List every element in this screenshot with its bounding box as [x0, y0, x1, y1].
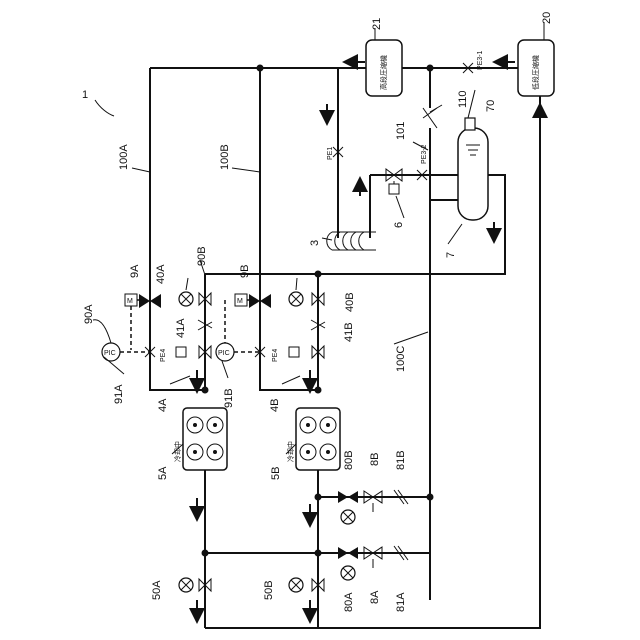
valve-40a-symbol[interactable]	[179, 292, 193, 306]
svg-text:PIC: PIC	[218, 350, 230, 357]
node-4b-label: 4B	[269, 399, 281, 412]
valve-50a[interactable]	[179, 578, 211, 592]
valve-80a-body[interactable]	[338, 547, 358, 559]
valve-40b-label: 40B	[344, 292, 356, 312]
cooler-5b-label: 5B	[270, 467, 282, 480]
compressor-20-label: 20	[541, 12, 553, 24]
valve-8b-label: 8B	[369, 453, 381, 466]
line-100c-label: 100C	[395, 346, 407, 372]
check-41b-label: 41B	[343, 322, 355, 342]
low-stage-compressor-label: 低段圧縮機	[531, 55, 540, 90]
cooling-status-b: 冷却中	[286, 441, 295, 462]
svg-text:M: M	[127, 298, 133, 305]
line-100b-label: 100B	[219, 144, 231, 170]
motor-b: M	[235, 294, 247, 306]
valve-80b-label: 80B	[343, 450, 355, 470]
junction-dot	[202, 387, 209, 394]
heat-exchanger-3-label: 3	[309, 240, 321, 246]
check-valve-110-label: 110	[457, 90, 469, 108]
check-valve-110[interactable]	[423, 108, 437, 128]
pe4-b-label: PE4	[272, 349, 279, 362]
node-4a-label: 4A	[157, 398, 169, 412]
expansion-valve-6-label: 6	[393, 222, 405, 228]
junction-dot	[257, 65, 264, 72]
valve-40b-symbol[interactable]	[289, 292, 303, 306]
pe3-1-label: PE3-1	[477, 50, 484, 70]
valve-9a-label: 9A	[129, 264, 141, 278]
system-number: 1	[82, 89, 88, 101]
pic-91b-label: 91B	[223, 388, 235, 408]
expansion-valve-6[interactable]	[386, 169, 402, 194]
pe3-2-label: PE3-2	[421, 144, 428, 164]
junction-dot	[202, 550, 209, 557]
motor-a: M	[125, 294, 137, 306]
check-81a-label: 81A	[395, 592, 407, 612]
svg-text:PIC: PIC	[104, 350, 116, 357]
pe1-label: PE1	[327, 147, 334, 160]
junction-dot	[315, 387, 322, 394]
pic-91b: PIC	[216, 343, 260, 361]
cooler-5a: 冷却中	[173, 408, 227, 470]
vessel-70-label: 70	[485, 100, 497, 112]
junction-dot	[315, 550, 322, 557]
line-100a-label: 100A	[118, 144, 130, 170]
control-line-b	[225, 300, 253, 350]
valve-8a[interactable]	[364, 547, 382, 568]
junction-dot	[427, 494, 434, 501]
valve-50b-label: 50B	[263, 580, 275, 600]
svg-text:M: M	[237, 298, 243, 305]
cooler-5a-label: 5A	[157, 466, 169, 480]
low-stage-compressor: 低段圧縮機	[518, 40, 554, 96]
junction-dot	[315, 271, 322, 278]
cooler-5b: 冷却中	[286, 408, 340, 470]
valve-9b-label: 9B	[239, 265, 251, 278]
valve-80b-body[interactable]	[338, 491, 358, 503]
valve-8b[interactable]	[364, 491, 382, 512]
high-stage-compressor-label: 高段圧縮機	[379, 55, 388, 90]
sensor-box-b	[289, 347, 299, 357]
controller-90b-label: 90B	[196, 246, 208, 266]
sensor-box-a	[176, 347, 186, 357]
valve-50a-label: 50A	[151, 580, 163, 600]
valve-40a-label: 40A	[155, 264, 167, 284]
check-41a-label: 41A	[175, 318, 187, 338]
compressor-21-label: 21	[371, 18, 383, 30]
valve-80a-label: 80A	[343, 592, 355, 612]
control-line-a	[131, 300, 143, 350]
controller-90a-label: 90A	[83, 304, 95, 324]
check-81b-label: 81B	[395, 450, 407, 470]
heat-exchanger-3	[327, 175, 376, 250]
junction-dot	[427, 65, 434, 72]
tank-7	[458, 118, 488, 220]
tank-7-label: 7	[445, 252, 457, 258]
vessel-70	[465, 118, 475, 130]
pic-91a: PIC	[102, 343, 150, 361]
junction-dot	[315, 494, 322, 501]
pe4-a-label: PE4	[160, 349, 167, 362]
return-line	[205, 88, 540, 628]
high-stage-compressor: 高段圧縮機	[366, 40, 402, 96]
pic-91a-label: 91A	[113, 384, 125, 404]
valve-8a-label: 8A	[369, 590, 381, 604]
pipe-101-label: 101	[395, 122, 407, 140]
